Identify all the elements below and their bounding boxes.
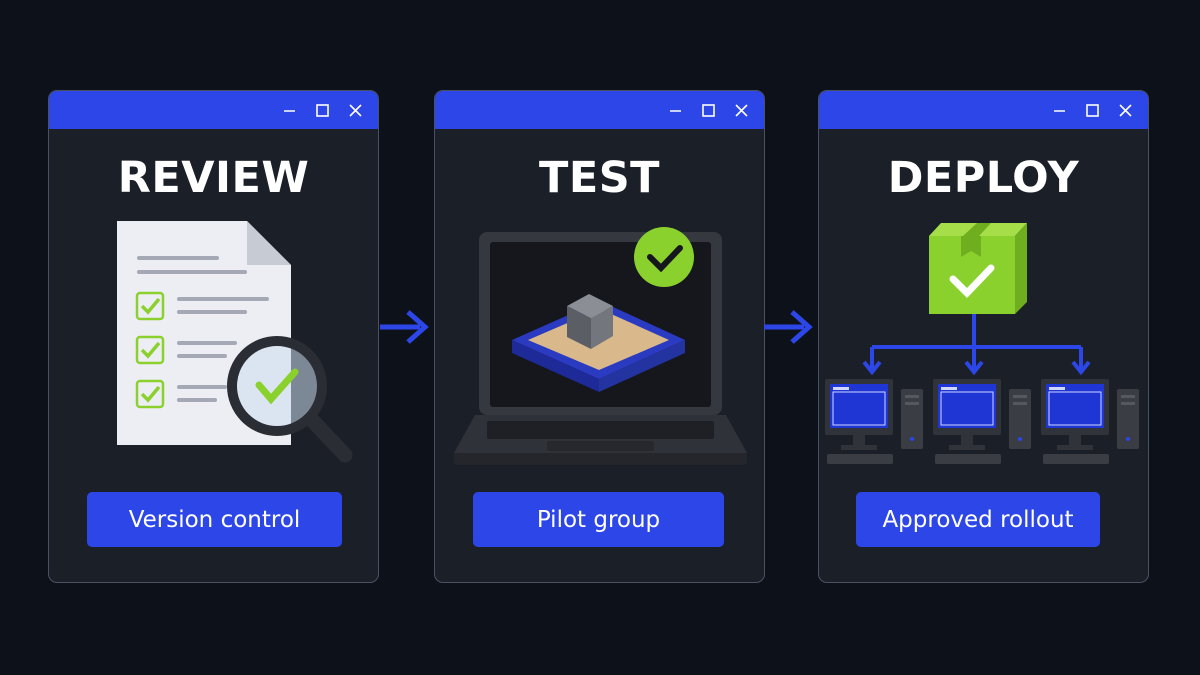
title-bar: [435, 91, 764, 129]
window-controls: [665, 100, 752, 121]
title-bar: [49, 91, 378, 129]
step-window-deploy: DEPLOY: [818, 90, 1149, 583]
step-title: TEST: [538, 153, 660, 203]
step-label-button[interactable]: Pilot group: [473, 492, 724, 547]
window-controls: [1049, 100, 1136, 121]
minimize-icon[interactable]: [665, 100, 686, 121]
close-icon[interactable]: [731, 100, 752, 121]
close-icon[interactable]: [345, 100, 366, 121]
step-label-button[interactable]: Approved rollout: [856, 492, 1100, 547]
package-distribution-to-computers-icon: [825, 223, 1139, 464]
step-window-test: TEST Pilot group: [434, 90, 765, 583]
minimize-icon[interactable]: [279, 100, 300, 121]
window-controls: [279, 100, 366, 121]
maximize-icon[interactable]: [312, 100, 333, 121]
flow-arrow-icon: [380, 310, 429, 344]
maximize-icon[interactable]: [698, 100, 719, 121]
step-window-review: REVIEW Version control: [48, 90, 379, 583]
close-icon[interactable]: [1115, 100, 1136, 121]
checklist-document-with-magnifier-icon: [117, 221, 353, 463]
step-title: DEPLOY: [887, 153, 1080, 203]
maximize-icon[interactable]: [1082, 100, 1103, 121]
step-title: REVIEW: [117, 153, 310, 203]
laptop-sandbox-check-icon: [454, 227, 747, 465]
minimize-icon[interactable]: [1049, 100, 1070, 121]
step-label-button[interactable]: Version control: [87, 492, 342, 547]
title-bar: [819, 91, 1148, 129]
flow-arrow-icon: [764, 310, 813, 344]
